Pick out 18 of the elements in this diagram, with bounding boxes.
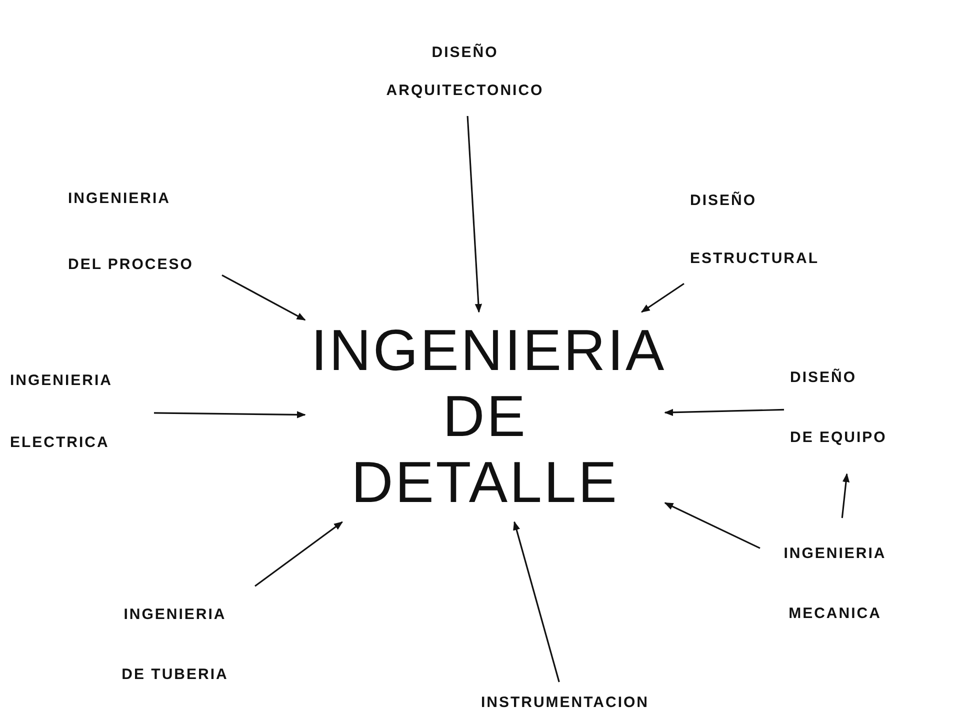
arrow bbox=[640, 282, 684, 313]
node-label: INGENIERIA DE TUBERIA bbox=[95, 579, 255, 711]
arrow bbox=[841, 473, 850, 518]
arrow bbox=[466, 116, 482, 313]
arrow bbox=[254, 521, 343, 587]
node-label: DISEÑO ESTRUCTURAL bbox=[684, 166, 844, 294]
node-label: INGENIERIA DE DETALLE bbox=[305, 312, 665, 522]
arrow bbox=[664, 502, 760, 549]
node-label: INGENIERIA MECANICA bbox=[760, 518, 910, 650]
arrow bbox=[222, 274, 306, 321]
arrow bbox=[154, 411, 306, 418]
node-label: INGENIERIA ELECTRICA bbox=[4, 344, 154, 480]
node-label: DISEÑO DE EQUIPO bbox=[784, 342, 924, 474]
node-label: DISEÑO ARQUITECTONICO bbox=[370, 28, 560, 116]
node-label: INSTRUMENTACION bbox=[455, 682, 675, 720]
arrow bbox=[513, 521, 560, 682]
arrow bbox=[664, 408, 784, 416]
node-label: INGENIERIA DEL PROCESO bbox=[62, 160, 222, 304]
